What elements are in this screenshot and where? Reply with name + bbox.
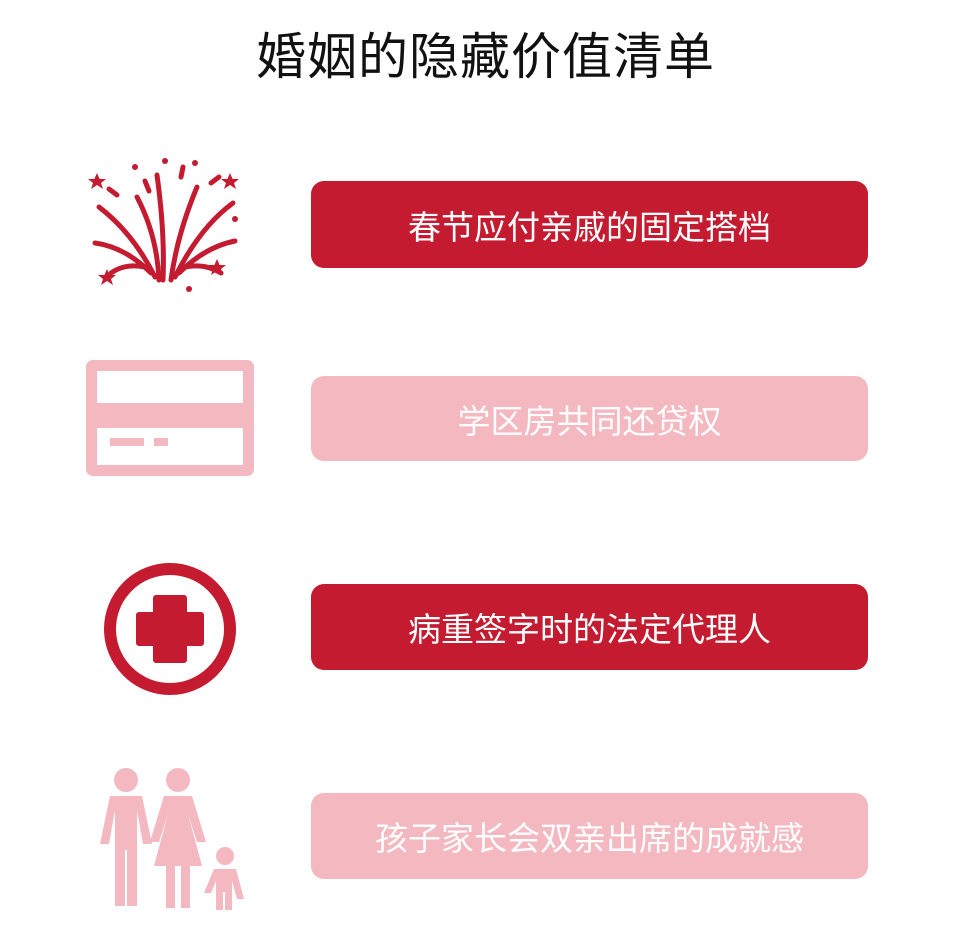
- medical-cross-icon: [104, 563, 236, 695]
- fireworks-icon: [88, 158, 239, 292]
- value-item-label: 学区房共同还贷权: [457, 401, 722, 441]
- family-icon: [100, 768, 244, 910]
- value-item-school-district-loan: 学区房共同还贷权: [311, 376, 868, 461]
- value-item-parent-meeting: 孩子家长会双亲出席的成就感: [311, 793, 868, 879]
- value-item-label: 孩子家长会双亲出席的成就感: [375, 819, 804, 858]
- value-item-label: 病重签字时的法定代理人: [408, 610, 771, 649]
- credit-card-icon: [86, 360, 254, 476]
- value-item-medical-consent: 病重签字时的法定代理人: [311, 584, 868, 670]
- value-item-label: 春节应付亲戚的固定搭档: [408, 207, 771, 247]
- value-item-spring-festival: 春节应付亲戚的固定搭档: [311, 181, 868, 268]
- page-title: 婚姻的隐藏价值清单: [256, 28, 715, 86]
